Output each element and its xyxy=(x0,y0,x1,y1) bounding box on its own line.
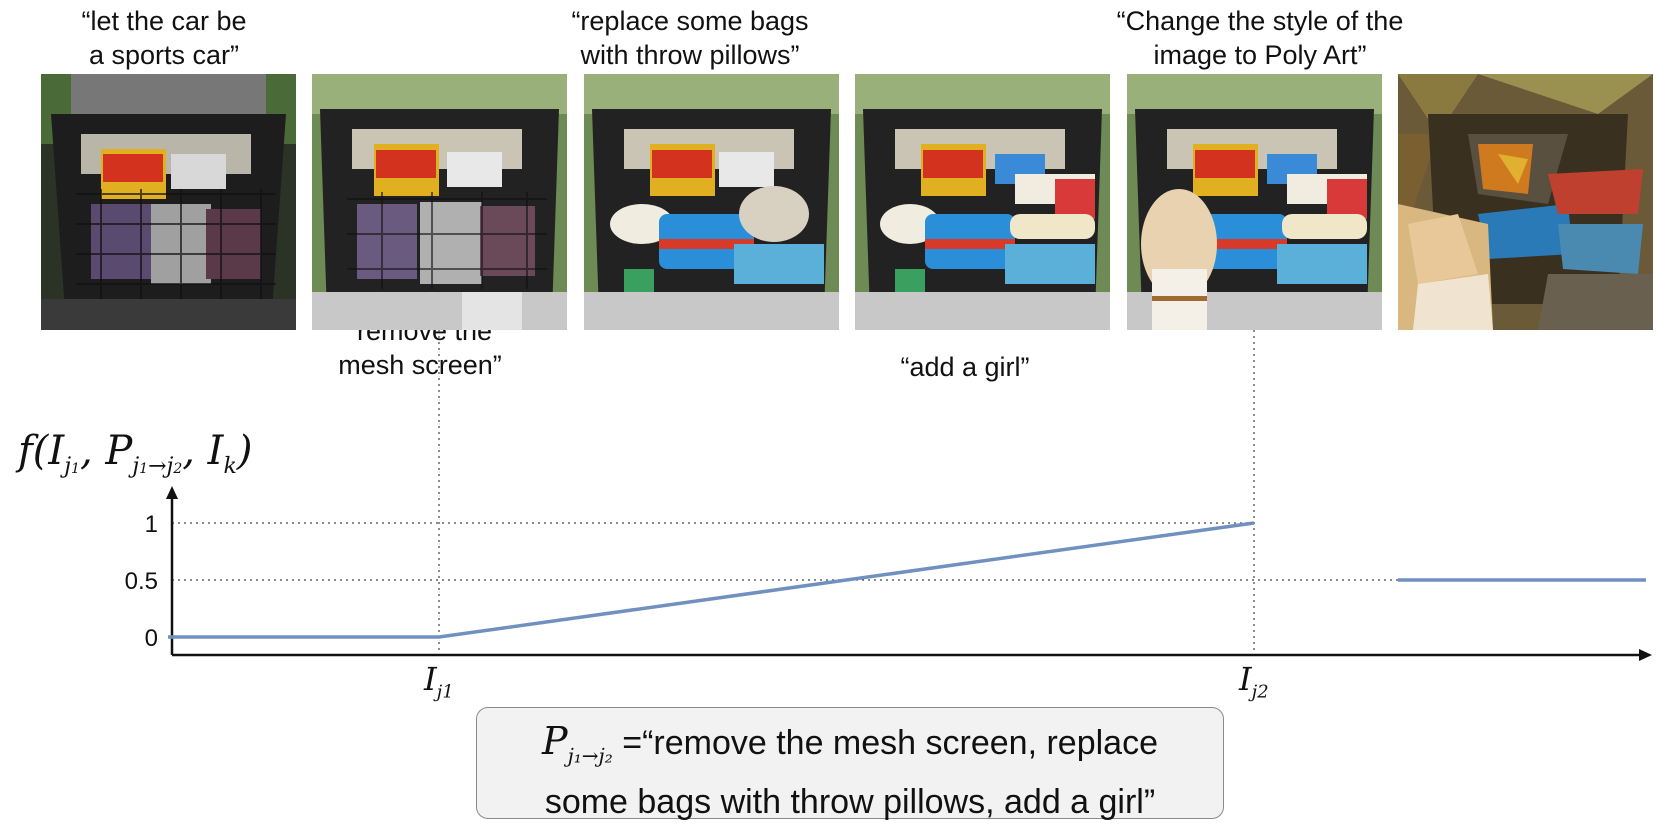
y-tick-label: 1 xyxy=(145,511,158,538)
car-trunk-with-mesh-screen-photo xyxy=(41,74,296,330)
series-lines xyxy=(168,521,1646,639)
chart-axes xyxy=(166,486,1652,661)
y-axis-label: f(Ij1, Pj1→j2, Ik) xyxy=(18,428,253,479)
car-trunk-with-girl-photo xyxy=(1127,74,1382,330)
car-trunk-more-pillows-photo xyxy=(855,74,1110,330)
prompt-text: =“remove the mesh screen, replace some b… xyxy=(544,724,1158,821)
x-axis-arrow xyxy=(1639,649,1652,661)
y-tick-label: 0 xyxy=(145,625,158,652)
y-axis-arrow xyxy=(166,486,178,499)
caption-throw-pillows: “replace some bags with throw pillows” xyxy=(571,6,809,70)
series-line xyxy=(168,521,1255,639)
x-marker-j1: Ij1 xyxy=(424,660,454,703)
caption-add-girl: “add a girl” xyxy=(900,352,1030,382)
y-tick-label: 0.5 xyxy=(125,568,158,595)
car-trunk-with-mesh-screen-bright-photo xyxy=(312,74,567,330)
caption-sports-car: “let the car be a sports car” xyxy=(81,6,247,70)
caption-poly-art: “Change the style of the image to Poly A… xyxy=(1116,6,1404,70)
car-trunk-pillows-photo xyxy=(584,74,839,330)
prompt-box: Pj₁→j₂ =“remove the mesh screen, replace… xyxy=(476,707,1224,821)
x-marker-j2: Ij2 xyxy=(1239,660,1269,703)
y-ticks: 00.51 xyxy=(125,511,158,652)
car-trunk-poly-art-image xyxy=(1398,74,1653,330)
prompt-variable: Pj₁→j₂ xyxy=(542,719,613,768)
